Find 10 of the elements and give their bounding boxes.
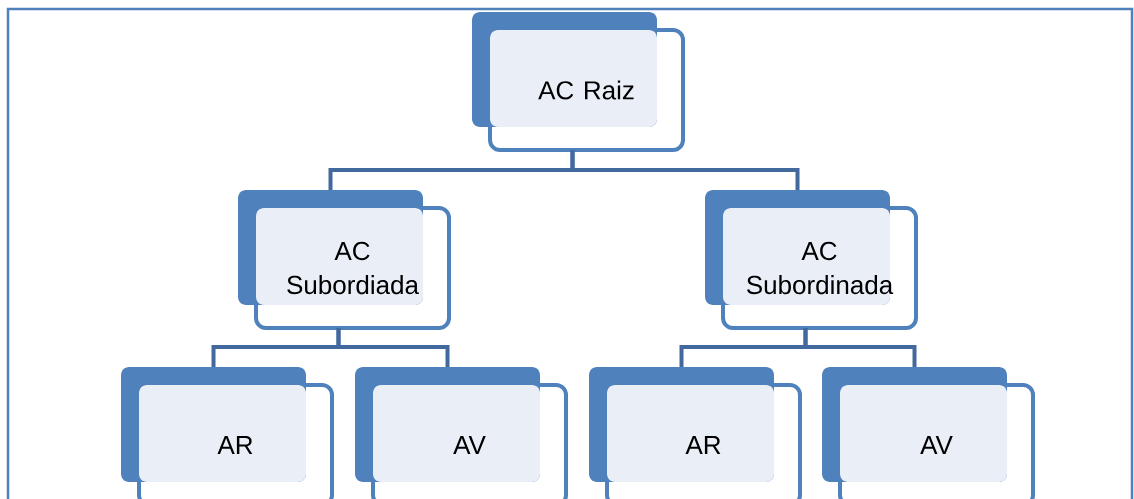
org-box: AR [121, 367, 334, 499]
org-box: AC Raiz [472, 12, 685, 152]
connector [336, 328, 450, 367]
connector [570, 150, 800, 190]
org-box: AV [355, 367, 568, 499]
connector [803, 328, 917, 367]
org-box: AC Subordinada [705, 190, 918, 330]
org-box: AC Subordiada [238, 190, 451, 330]
org-box: AR [589, 367, 802, 499]
org-box: AV [822, 367, 1035, 499]
